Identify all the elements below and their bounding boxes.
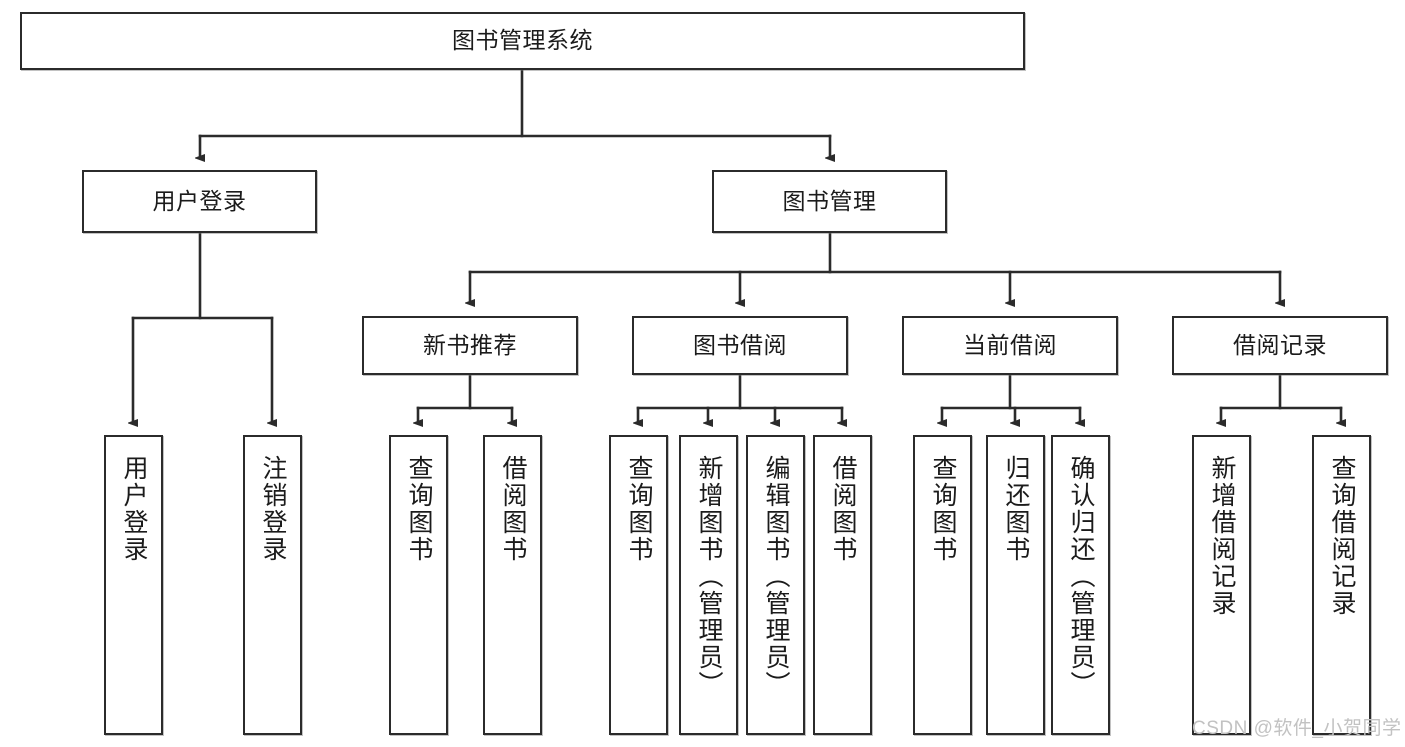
node-book-manage[interactable]: 图书管理 xyxy=(712,170,947,233)
leaf-user-login-label: 用户登录 xyxy=(120,455,148,563)
node-book-manage-label: 图书管理 xyxy=(782,187,877,214)
leaf-query-book-3[interactable]: 查询图书 xyxy=(913,435,972,735)
leaf-query-borrow-record-label: 查询借阅记录 xyxy=(1328,455,1356,617)
node-book-borrow[interactable]: 图书借阅 xyxy=(632,316,848,375)
watermark-text: CSDN @软件_小贺同学 xyxy=(1192,718,1402,739)
leaf-logout-login-label: 注销登录 xyxy=(259,455,287,563)
leaf-borrow-book-1-label: 借阅图书 xyxy=(499,455,527,563)
node-current-borrow[interactable]: 当前借阅 xyxy=(902,316,1118,375)
node-current-borrow-label: 当前借阅 xyxy=(963,331,1057,358)
leaf-query-book-2-label: 查询图书 xyxy=(625,455,653,563)
node-new-book-recommend[interactable]: 新书推荐 xyxy=(362,316,578,375)
node-root-label: 图书管理系统 xyxy=(452,27,593,54)
leaf-borrow-book-1[interactable]: 借阅图书 xyxy=(483,435,542,735)
leaf-borrow-book-2-label: 借阅图书 xyxy=(829,455,857,563)
leaf-return-book[interactable]: 归还图书 xyxy=(986,435,1045,735)
leaf-query-book-1-label: 查询图书 xyxy=(405,455,433,563)
leaf-query-book-3-label: 查询图书 xyxy=(929,455,957,563)
node-user-login-label: 用户登录 xyxy=(152,187,247,214)
node-borrow-record[interactable]: 借阅记录 xyxy=(1172,316,1388,375)
leaf-edit-book[interactable]: 编辑图书（管理员） xyxy=(746,435,805,735)
leaf-add-borrow-record[interactable]: 新增借阅记录 xyxy=(1192,435,1251,735)
leaf-query-book-1[interactable]: 查询图书 xyxy=(389,435,448,735)
leaf-confirm-return-label: 确认归还（管理员） xyxy=(1067,455,1095,698)
leaf-return-book-label: 归还图书 xyxy=(1002,455,1030,563)
leaf-edit-book-label: 编辑图书（管理员） xyxy=(762,455,790,698)
node-user-login[interactable]: 用户登录 xyxy=(82,170,317,233)
leaf-add-book-label: 新增图书（管理员） xyxy=(695,455,723,698)
node-root[interactable]: 图书管理系统 xyxy=(20,12,1025,70)
node-book-borrow-label: 图书借阅 xyxy=(693,331,787,358)
leaf-borrow-book-2[interactable]: 借阅图书 xyxy=(813,435,872,735)
leaf-query-borrow-record[interactable]: 查询借阅记录 xyxy=(1312,435,1371,735)
leaf-logout-login[interactable]: 注销登录 xyxy=(243,435,302,735)
leaf-add-book[interactable]: 新增图书（管理员） xyxy=(679,435,738,735)
node-new-book-recommend-label: 新书推荐 xyxy=(423,331,517,358)
leaf-user-login[interactable]: 用户登录 xyxy=(104,435,163,735)
leaf-query-book-2[interactable]: 查询图书 xyxy=(609,435,668,735)
node-borrow-record-label: 借阅记录 xyxy=(1233,331,1327,358)
leaf-add-borrow-record-label: 新增借阅记录 xyxy=(1208,455,1236,617)
leaf-confirm-return[interactable]: 确认归还（管理员） xyxy=(1051,435,1110,735)
